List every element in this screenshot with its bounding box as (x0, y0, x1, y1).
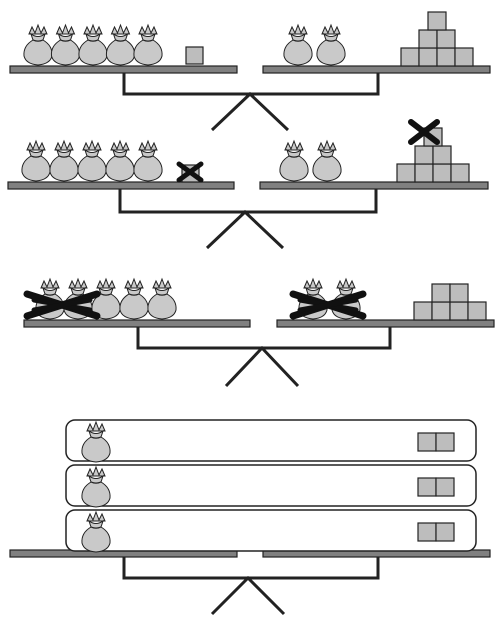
cross-out-mark (297, 297, 359, 313)
cube-icon (185, 46, 204, 65)
money-bag-icon (105, 24, 136, 66)
scale-4 (9, 419, 491, 616)
money-bag-icon (77, 140, 107, 182)
group-box (65, 509, 477, 552)
money-bag-icon (105, 140, 135, 182)
fulcrum (210, 575, 286, 616)
group-box (65, 464, 477, 507)
scale-3 (23, 278, 495, 388)
cross-out-mark (176, 161, 204, 183)
cube-icon (414, 163, 434, 183)
beam (122, 557, 380, 580)
left-pan (23, 319, 251, 328)
beam (122, 73, 380, 96)
cube-icon (431, 283, 451, 303)
cube-icon (396, 163, 416, 183)
group-box (65, 419, 477, 462)
right-pan (276, 319, 495, 328)
fulcrum (224, 345, 300, 388)
cube-icon (432, 145, 452, 165)
cube-icon (435, 432, 455, 452)
money-bag-icon (133, 24, 163, 66)
scale-2 (7, 119, 489, 250)
cube-icon (431, 301, 451, 321)
scale-1 (9, 11, 491, 132)
cube-icon (418, 47, 438, 67)
cube-icon (417, 432, 437, 452)
cube-icon (427, 11, 447, 31)
money-bag-icon (49, 140, 79, 182)
money-bag-icon (312, 140, 342, 182)
money-bag-icon (316, 24, 346, 66)
cross-out-mark (408, 119, 440, 145)
cube-icon (417, 477, 437, 497)
cross-out-mark (31, 297, 93, 313)
beam (136, 327, 392, 350)
money-bag-icon (283, 24, 313, 66)
money-bag-icon (119, 278, 149, 320)
money-bag-icon (50, 24, 81, 66)
cube-icon (449, 283, 469, 303)
cube-icon (400, 47, 420, 67)
left-pan (9, 65, 238, 74)
right-pan (259, 181, 489, 190)
money-bag-icon (147, 278, 177, 320)
cube-icon (432, 163, 452, 183)
cube-icon (435, 477, 455, 497)
cube-icon (417, 522, 437, 542)
beam (118, 189, 378, 214)
money-bag-icon (21, 140, 51, 182)
fulcrum (205, 209, 285, 250)
cube-icon (450, 163, 470, 183)
money-bag-icon (279, 140, 309, 182)
cube-icon (436, 29, 456, 49)
money-bag-icon (133, 140, 163, 182)
cube-icon (418, 29, 438, 49)
fulcrum (210, 91, 290, 132)
cube-icon (454, 47, 474, 67)
money-bag-icon (23, 24, 53, 66)
left-pan (7, 181, 235, 190)
cube-icon (413, 301, 433, 321)
cube-icon (435, 522, 455, 542)
cube-icon (449, 301, 469, 321)
right-pan (262, 65, 491, 74)
money-bag-icon (78, 24, 108, 66)
cube-icon (467, 301, 487, 321)
cube-icon (414, 145, 434, 165)
cube-icon (436, 47, 456, 67)
